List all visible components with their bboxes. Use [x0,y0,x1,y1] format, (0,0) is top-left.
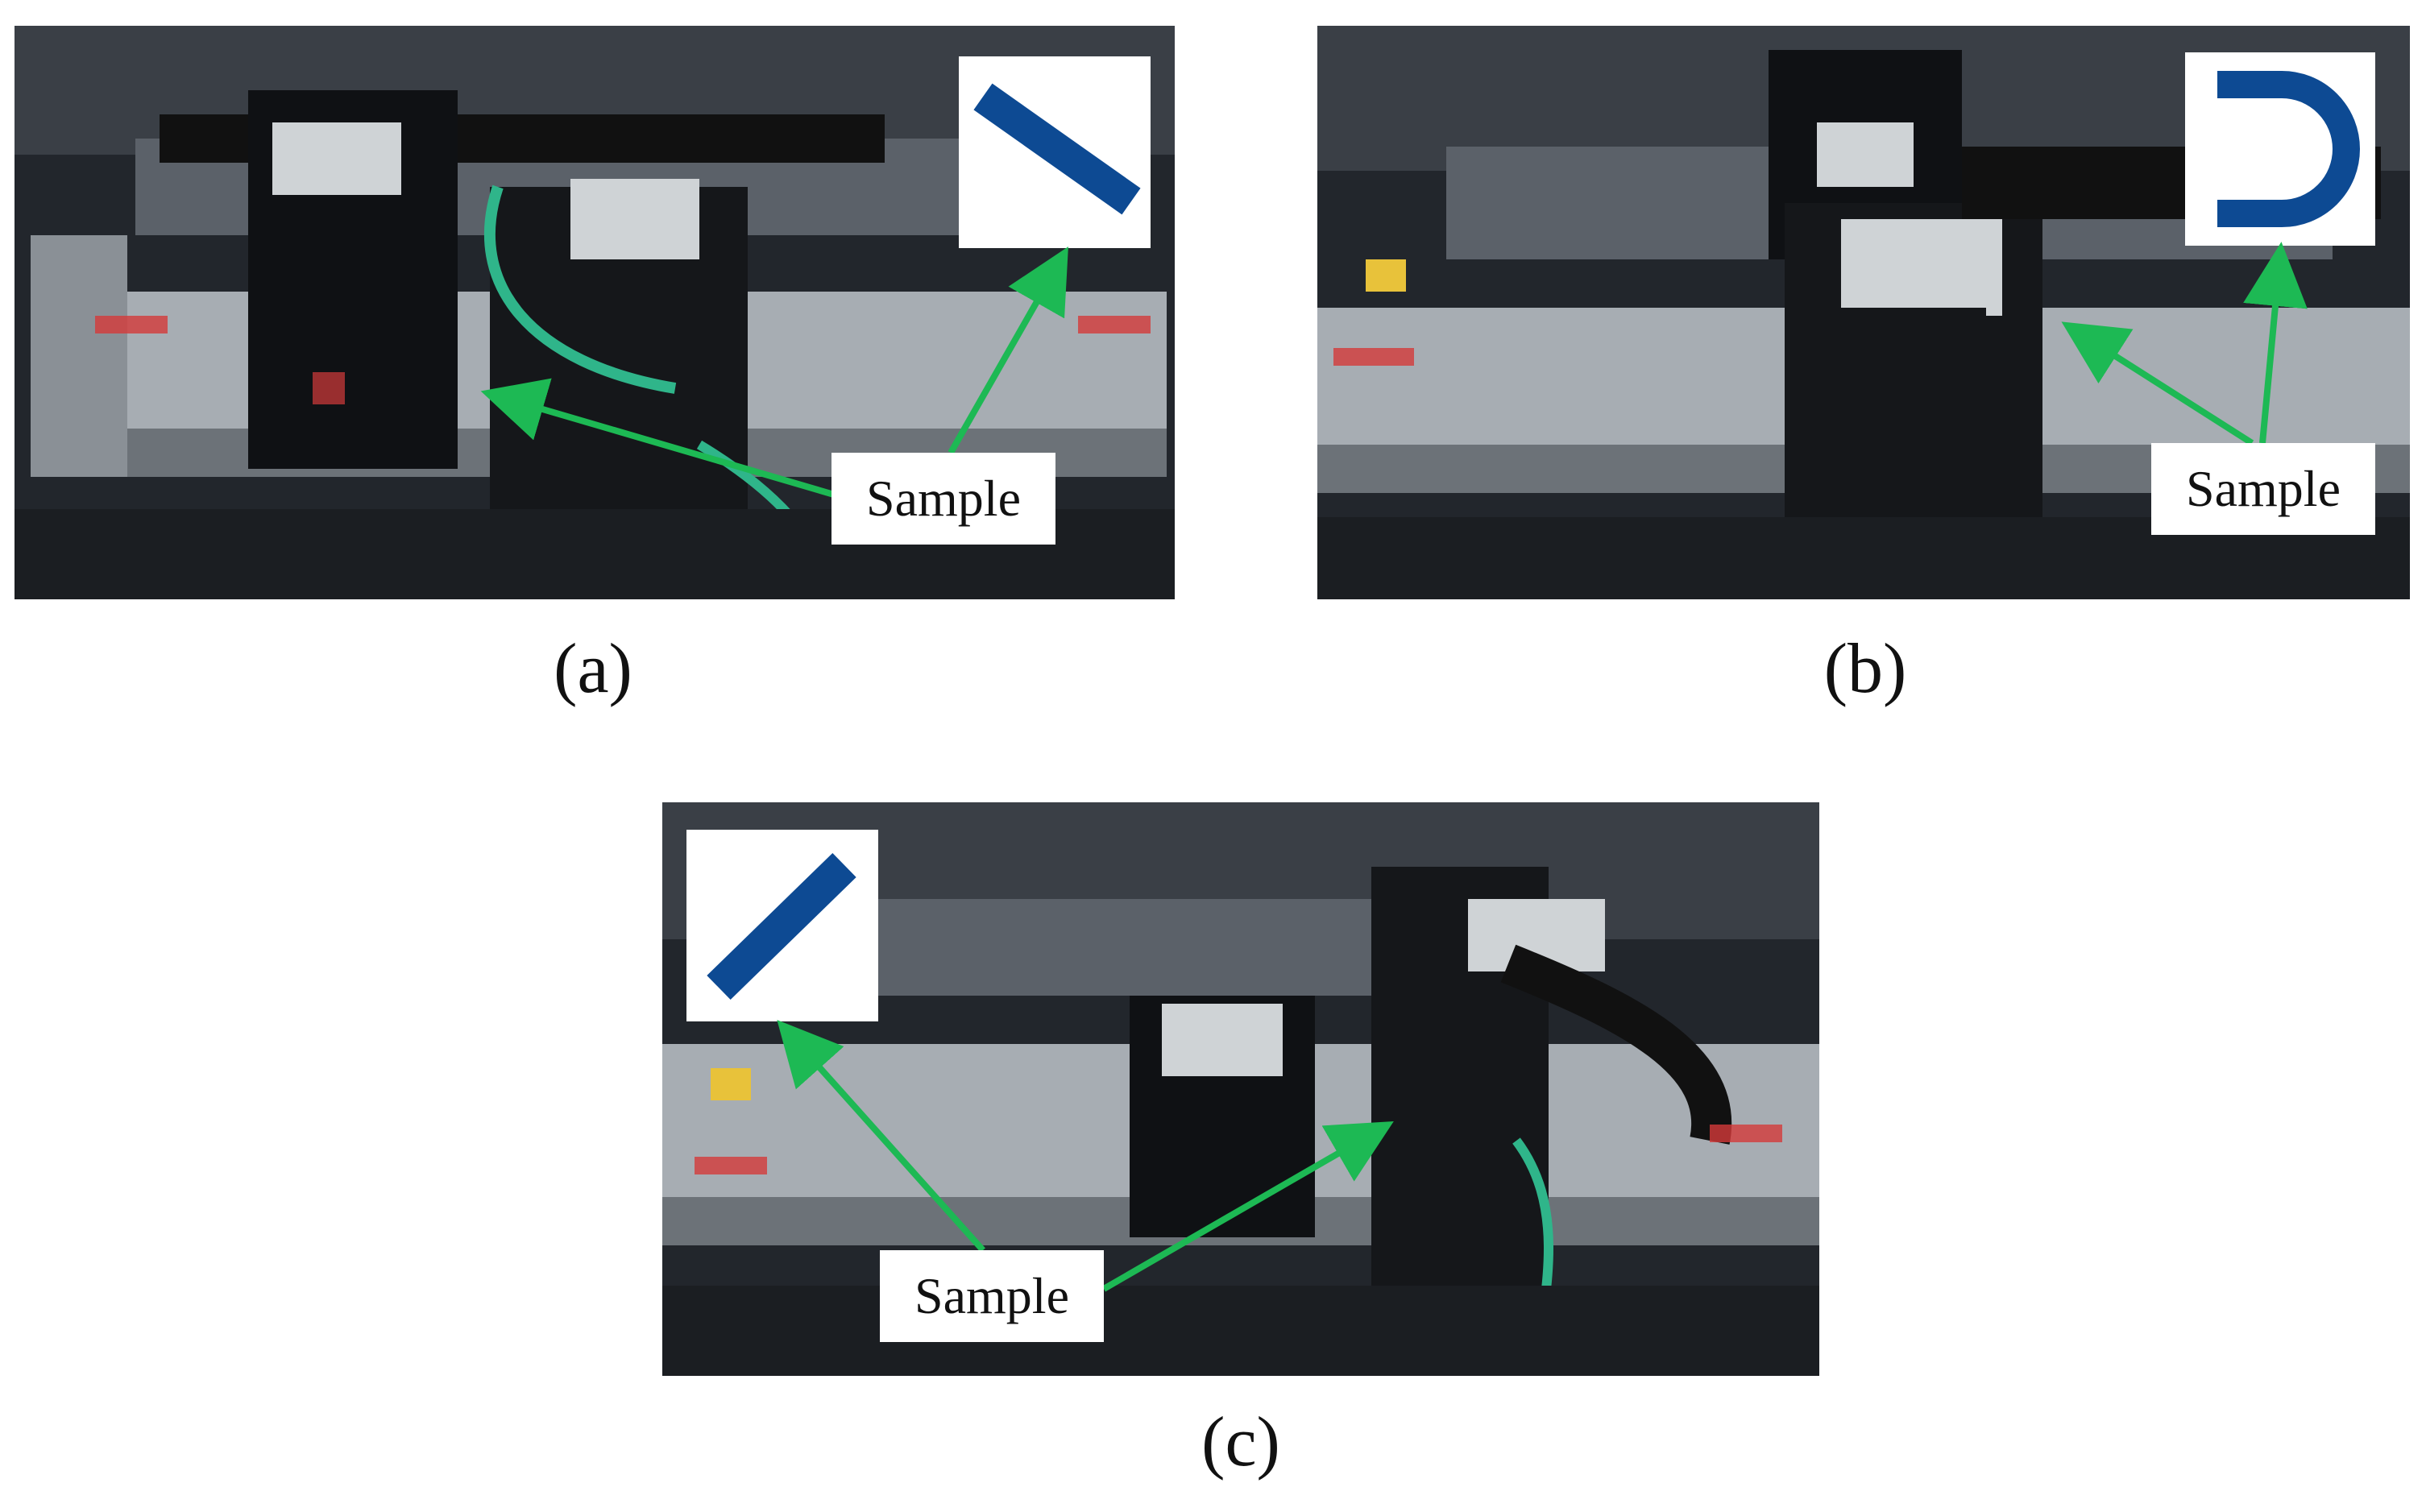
diagonal-bar-descending-icon [973,83,1141,215]
sample-shape-inset-b [2185,52,2375,246]
u-shape-icon [2217,71,2360,227]
sample-label-a: Sample [831,453,1055,545]
sample-shape-inset-a [959,56,1151,248]
caption-a: (a) [554,630,632,708]
caption-c: (c) [1201,1403,1280,1481]
sample-shape-inset-c [686,830,878,1021]
diagonal-bar-ascending-icon [707,852,856,1000]
sample-label-b: Sample [2151,443,2375,535]
sample-label-c: Sample [880,1250,1104,1342]
caption-b: (b) [1823,630,1907,708]
